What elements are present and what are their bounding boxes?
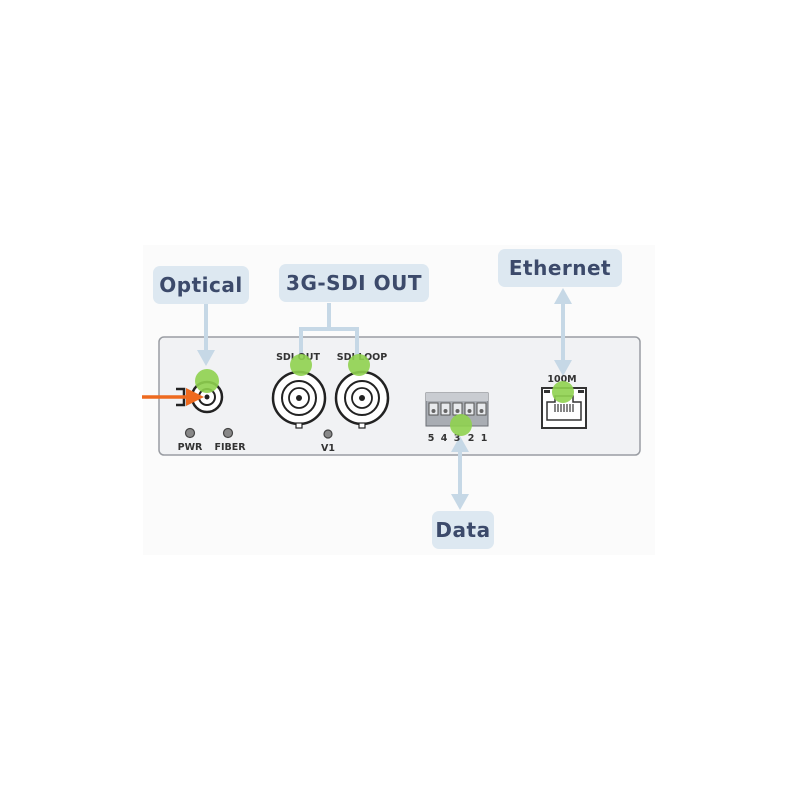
data-arrowhead-up bbox=[451, 436, 469, 452]
sdi-loop-bnc-connector bbox=[334, 370, 390, 429]
ethernet-arrowhead-down bbox=[554, 360, 572, 376]
data-marker-dot bbox=[450, 414, 472, 436]
data-pin-4: 4 bbox=[441, 433, 448, 444]
optical-arrowhead bbox=[197, 350, 215, 366]
optical-marker-dot bbox=[195, 369, 219, 393]
data-pin-1: 1 bbox=[481, 433, 488, 444]
fiber-input-arrow bbox=[142, 388, 204, 406]
callout-3g-sdi-out: 3G-SDI OUT bbox=[279, 264, 429, 302]
port-100m-label: 100M bbox=[547, 374, 576, 385]
sdi-out-bnc-connector bbox=[271, 370, 327, 429]
sdi-loop-marker-dot bbox=[348, 354, 370, 376]
data-pin-2: 2 bbox=[468, 433, 475, 444]
data-pin-5: 5 bbox=[428, 433, 435, 444]
pwr-label: PWR bbox=[178, 442, 203, 453]
sdi-out-marker-dot bbox=[290, 354, 312, 376]
callout-optical: Optical bbox=[153, 266, 249, 304]
pwr-led bbox=[184, 427, 196, 439]
callout-data: Data bbox=[432, 511, 494, 549]
data-pin-3: 3 bbox=[454, 433, 461, 444]
callout-connectors bbox=[204, 300, 565, 496]
fiber-led bbox=[222, 427, 234, 439]
ethernet-marker-dot bbox=[552, 381, 574, 403]
callout-arrowheads bbox=[197, 288, 572, 510]
v1-label: V1 bbox=[321, 443, 335, 454]
data-arrowhead-down bbox=[451, 494, 469, 510]
fiber-label: FIBER bbox=[214, 442, 246, 453]
v1-led bbox=[323, 429, 333, 439]
callout-ethernet: Ethernet bbox=[498, 249, 622, 287]
ethernet-arrowhead-up bbox=[554, 288, 572, 304]
